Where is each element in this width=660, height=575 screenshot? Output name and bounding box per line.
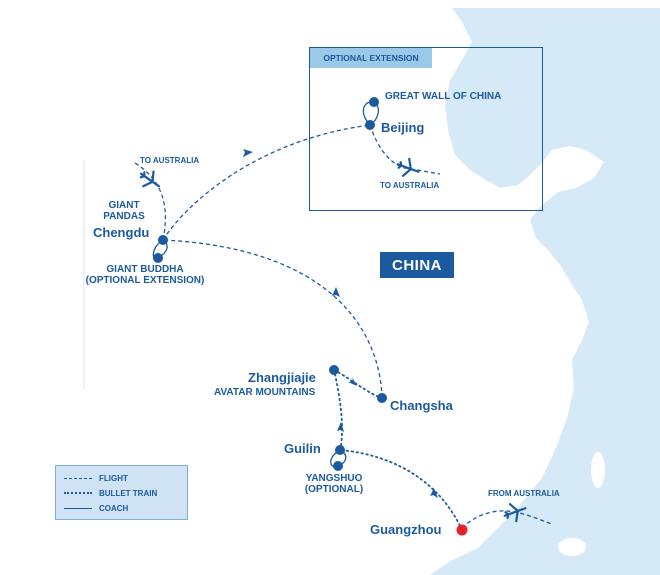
legend-item-coach: COACH [64,502,128,514]
label-giant-buddha: GIANT BUDDHA (OPTIONAL EXTENSION) [75,264,215,286]
map-legend: FLIGHT BULLET TRAIN COACH [55,465,188,520]
airplane-icon [396,157,420,177]
arrow-changsha-chengdu [332,287,340,297]
label-from-australia: FROM AUSTRALIA [488,489,560,498]
city-markers [153,97,387,471]
label-zhangjiajie: Zhangjiajie [248,370,316,385]
label-chengdu: Chengdu [93,225,150,240]
label-guilin: Guilin [284,441,321,456]
label-giant-pandas-line2: PANDAS [103,210,145,222]
arrow-zhangjiajie-changsha [348,377,357,386]
legend-swatch-bullet-train [64,492,92,494]
marker-beijing [365,120,375,130]
legend-label-bullet-train: BULLET TRAIN [99,488,158,498]
route-changsha-to-chengdu [162,239,383,399]
arrow-guangzhou-guilin [430,488,438,498]
optional-extension-title: OPTIONAL EXTENSION [310,48,432,68]
label-to-australia-chengdu: TO AUSTRALIA [140,156,200,165]
label-yangshuo-line1: YANGSHUO [305,473,363,484]
legend-label-coach: COACH [99,503,129,513]
arrow-chengdu-beijing [243,149,253,157]
hainan-island [558,538,586,556]
marker-zhangjiajie [329,365,339,375]
optional-extension-box: OPTIONAL EXTENSION [309,47,543,211]
marker-guangzhou-start [456,524,468,536]
label-beijing: Beijing [381,120,425,135]
route-guilin-to-zhangjiajie [333,369,343,451]
label-yangshuo-line2: (OPTIONAL) [304,483,364,495]
taiwan-island [591,452,605,488]
label-great-wall: GREAT WALL OF CHINA [385,91,502,102]
airplanes [139,157,527,523]
arrow-guilin-zhangjiajie [337,422,344,432]
label-yangshuo: YANGSHUO (OPTIONAL) [292,473,376,495]
legend-label-flight: FLIGHT [99,473,128,483]
legend-item-flight: FLIGHT [64,472,128,484]
country-label: CHINA [380,252,454,278]
bullet-train-routes [333,369,463,531]
label-giant-buddha-line1: GIANT BUDDHA [106,264,184,275]
legend-item-bullet-train: BULLET TRAIN [64,487,157,499]
route-zhangjiajie-to-changsha [333,369,383,399]
legend-swatch-flight [64,477,92,479]
marker-guilin [335,445,345,455]
label-avatar-mountains: AVATAR MOUNTAINS [214,387,316,398]
label-giant-pandas-line1: GIANT [108,200,140,211]
marker-chengdu [158,235,168,245]
airplane-icon [139,170,161,188]
marker-yangshuo [333,461,343,471]
route-chengdu-to-australia [134,162,167,241]
label-giant-buddha-line2: (OPTIONAL EXTENSION) [85,274,205,286]
sea-area [430,8,660,575]
marker-great-wall [369,97,379,107]
route-chengdu-to-beijing [162,124,371,241]
marker-giant-buddha [153,253,163,263]
legend-swatch-coach [64,507,92,509]
airplane-icon [503,503,527,523]
direction-arrows [243,149,438,498]
label-guangzhou: Guangzhou [370,522,442,537]
marker-changsha [377,393,387,403]
route-guangzhou-to-guilin [339,449,463,531]
label-to-australia-beijing: TO AUSTRALIA [380,181,440,190]
label-giant-pandas: GIANT PANDAS [102,200,146,222]
label-changsha: Changsha [390,398,453,413]
